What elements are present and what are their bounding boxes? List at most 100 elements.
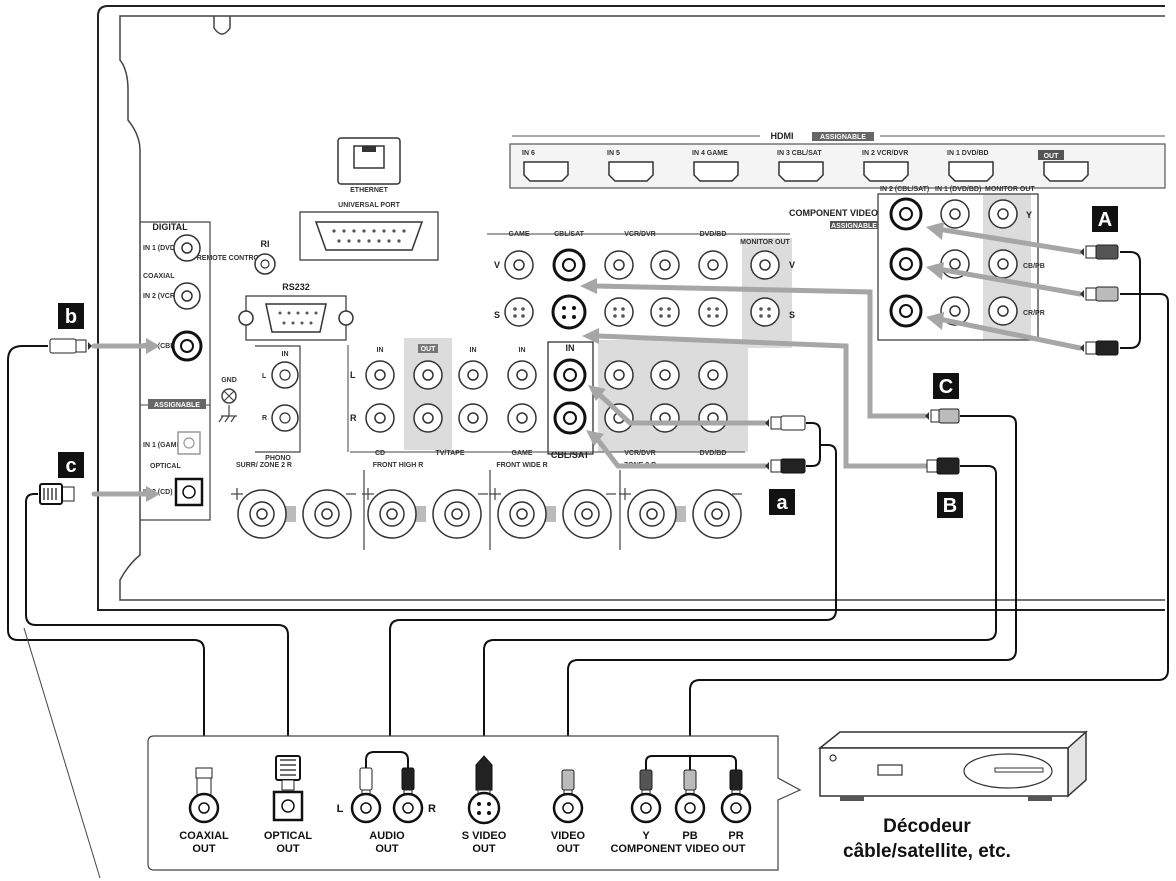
audio-game-label: GAME: [512, 450, 533, 457]
audio-in-cblsat: IN: [566, 343, 575, 353]
opt-in1-jack: [177, 431, 201, 455]
audio-cblsat-label: CBL/SAT: [551, 450, 590, 460]
decoder-svideo-out: S VIDEO OUT: [462, 755, 507, 855]
video-row-v: V: [494, 260, 500, 270]
callout-A: A: [1098, 209, 1112, 231]
gnd-label: GND: [221, 377, 237, 384]
phono-section: IN L R PHONO: [255, 345, 301, 462]
phono-in-label: IN: [282, 351, 289, 358]
hdmi-in3-label: IN 3 CBL/SAT: [777, 150, 822, 157]
analog-audio-section: IN OUT IN IN IN L R: [347, 338, 748, 460]
remote-control-label: REMOTE CONTROL: [197, 255, 264, 262]
hdmi-in2-label: IN 2 VCR/DVR: [862, 150, 908, 157]
video-group-dvdbd: DVD/BD: [700, 231, 727, 238]
comp-pr-label: PR: [728, 830, 743, 842]
audio-out-l1: AUDIO: [369, 830, 405, 842]
callout-b-box: [58, 303, 84, 329]
video-out-l1: VIDEO: [551, 830, 586, 842]
coaxial-label: COAXIAL: [143, 273, 175, 280]
video-group-game: GAME: [509, 231, 530, 238]
hdmi-in1-label: IN 1 DVD/BD: [947, 150, 989, 157]
callout-C-box: [933, 373, 959, 399]
audio-out-l2: OUT: [375, 843, 399, 855]
decoder-component-out: Y PB PR COMPONENT VIDEO OUT: [610, 755, 752, 855]
component-in1-label: IN 1 (DVD/BD): [935, 186, 981, 193]
phono-r-label: R: [262, 415, 267, 422]
coaxial-out-l2: OUT: [192, 843, 216, 855]
ethernet-label: ETHERNET: [350, 187, 388, 194]
audio-in-1: IN: [377, 347, 384, 354]
rs232-port: RS232: [238, 282, 354, 341]
callout-A-box: [1092, 206, 1118, 232]
coaxial-out-l1: COAXIAL: [179, 830, 229, 842]
speaker-terminals: SURR/ ZONE 2 R FRONT HIGH R FRONT WIDE R…: [231, 462, 742, 550]
component-video-out-label: COMPONENT VIDEO OUT: [610, 843, 745, 855]
hdmi-in5-label: IN 5: [607, 150, 620, 157]
universal-port-label: UNIVERSAL PORT: [338, 202, 400, 209]
speaker-frontwide-label: FRONT WIDE R: [496, 462, 547, 469]
callout-c-box: [58, 452, 84, 478]
video-group-vcrdvr: VCR/DVR: [624, 231, 656, 238]
svideo-out-l2: OUT: [472, 843, 496, 855]
callout-B: B: [943, 495, 957, 517]
video-row-v-right: V: [789, 260, 795, 270]
component-in2-label: IN 2 (CBL/SAT): [880, 186, 929, 193]
component-cb-label: CB/PB: [1023, 263, 1045, 270]
audio-row-r: R: [350, 413, 357, 423]
video-row-s-right: S: [789, 310, 795, 320]
hdmi-in6-label: IN 6: [522, 150, 535, 157]
coax-in1-label: IN 1 (DVD/BD): [143, 245, 189, 252]
decoder-name-line1: Décodeur: [883, 816, 971, 837]
decoder-device: Décodeur câble/satellite, etc.: [817, 730, 1088, 862]
coax-in2-label: IN 2 (VCR/DVR): [143, 293, 194, 300]
ethernet-port: ETHERNET: [337, 137, 401, 194]
speaker-surr-label: SURR/ ZONE 2 R: [236, 462, 292, 469]
hdmi-section: HDMI ASSIGNABLE IN 6 IN 5 IN 4 GAME IN 3…: [509, 131, 1166, 189]
rs232-label: RS232: [282, 282, 310, 292]
hdmi-title: HDMI: [771, 131, 794, 141]
arrow-heads: [146, 222, 944, 502]
digital-title: DIGITAL: [152, 222, 188, 232]
gnd-terminal: GND: [218, 377, 237, 423]
optical-out-l2: OUT: [276, 843, 300, 855]
video-out-l2: OUT: [556, 843, 580, 855]
decoder-name-line2: câble/satellite, etc.: [843, 841, 1011, 862]
component-video-section: IN 2 (CBL/SAT) IN 1 (DVD/BD) MONITOR OUT…: [789, 186, 1045, 341]
component-cr-label: CR/PR: [1023, 310, 1045, 317]
hdmi-ports: [523, 161, 1089, 182]
phono-l-label: L: [262, 373, 267, 380]
component-assignable: ASSIGNABLE: [831, 223, 877, 230]
opt-in2-label: IN 2 (CD): [143, 489, 173, 496]
callout-C: C: [939, 376, 953, 398]
audio-vcrdvr-label: VCR/DVR: [624, 450, 656, 457]
opt-in1-label: IN 1 (GAME): [143, 442, 183, 449]
hdmi-out-label: OUT: [1044, 153, 1060, 160]
audio-out-r: R: [428, 803, 436, 815]
audio-out-label: OUT: [421, 346, 437, 353]
optical-label: OPTICAL: [150, 463, 181, 470]
ri-label: RI: [261, 239, 270, 249]
opt-in2-jack: [174, 477, 204, 507]
signal-arrows: [91, 227, 1083, 497]
video-group-cblsat: CBL/SAT: [554, 231, 585, 238]
coax-in3-label: IN 3 (CBL/SAT): [143, 343, 192, 350]
component-title: COMPONENT VIDEO: [789, 208, 878, 218]
speaker-fronthigh-label: FRONT HIGH R: [373, 462, 424, 469]
digital-audio-section: DIGITAL IN 1 (DVD/BD) COAXIAL IN 2 (VCR/…: [140, 221, 211, 521]
phono-label: PHONO: [265, 455, 291, 462]
svideo-out-l1: S VIDEO: [462, 830, 507, 842]
hdmi-assignable: ASSIGNABLE: [820, 134, 866, 141]
callout-a: a: [776, 492, 788, 514]
cblsat-svideo-in-jack: [551, 294, 587, 330]
decoder-audio-out: L R AUDIO OUT: [337, 751, 436, 855]
video-group-monitor: MONITOR OUT: [740, 239, 790, 246]
callout-c: c: [65, 455, 76, 477]
callout-B-box: [937, 492, 963, 518]
component-y-label: Y: [1026, 210, 1032, 220]
video-row-s: S: [494, 310, 500, 320]
optical-out-l1: OPTICAL: [264, 830, 313, 842]
comp-pb-label: PB: [682, 830, 697, 842]
callout-b: b: [65, 306, 77, 328]
audio-tvtape-label: TV/TAPE: [435, 450, 464, 457]
